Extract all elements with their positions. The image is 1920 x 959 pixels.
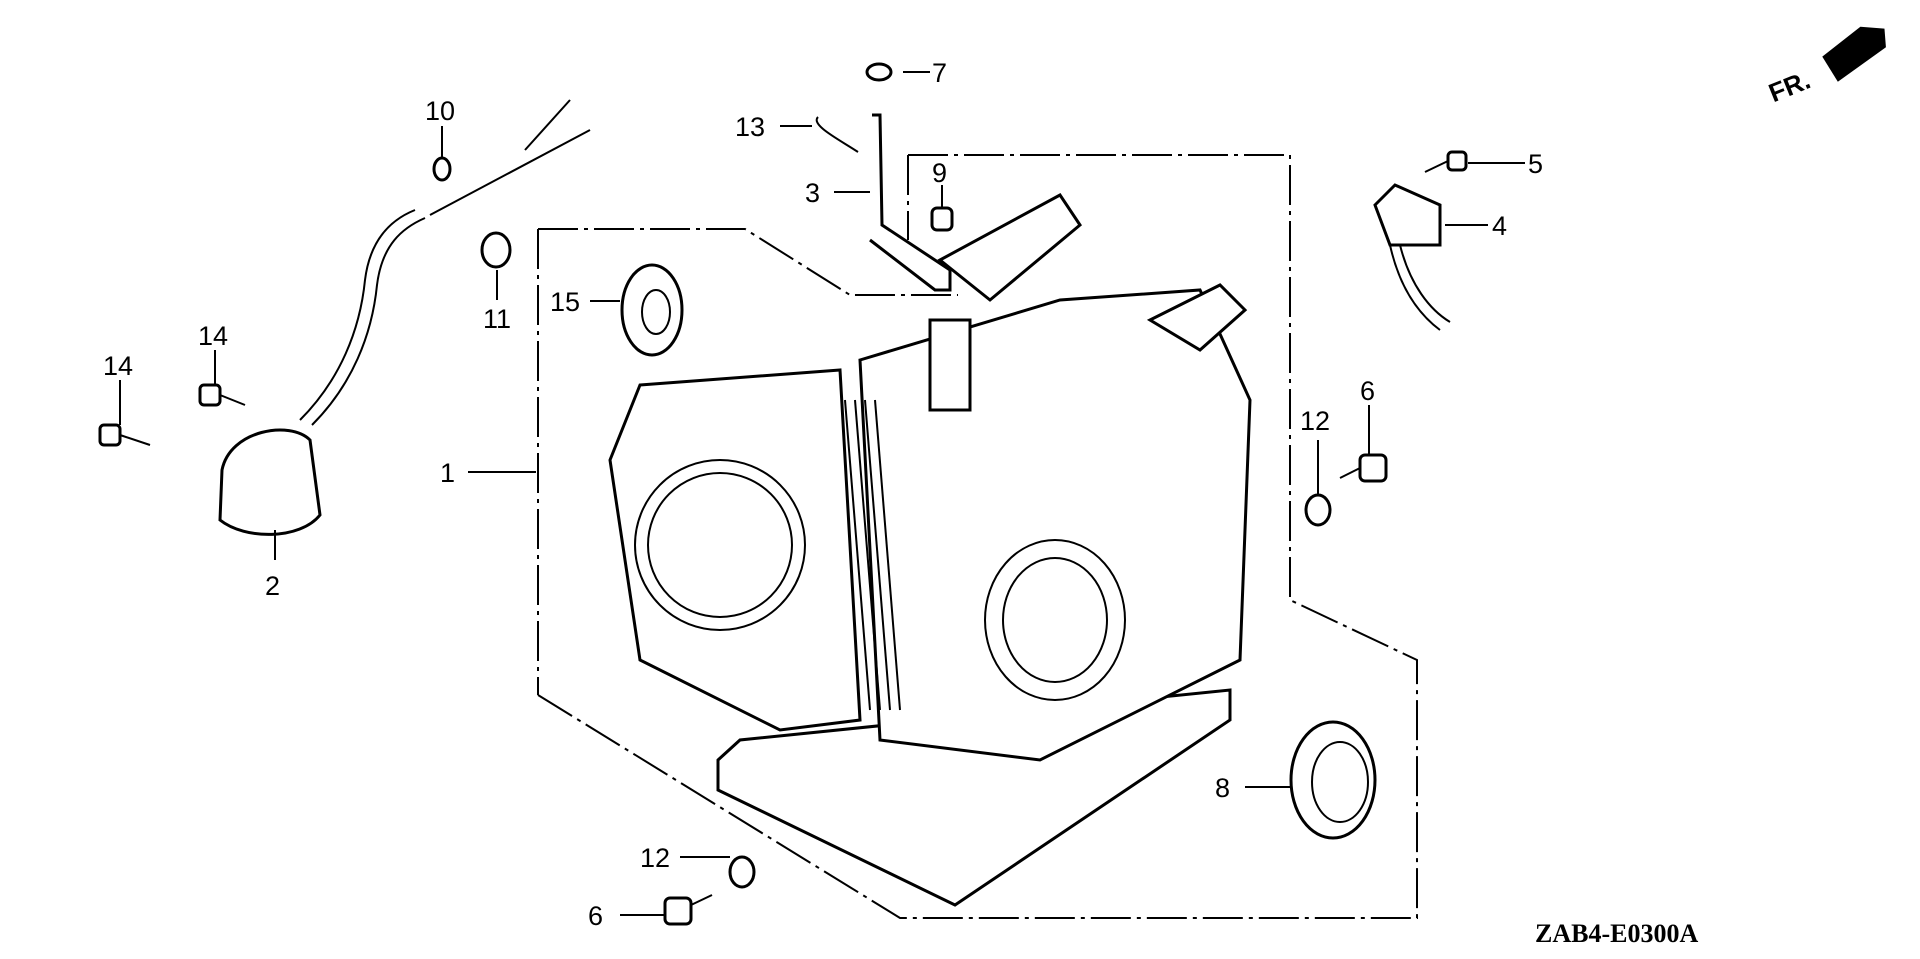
bolt-part[interactable] [1424,150,1468,173]
callout-11[interactable]: 11 [483,304,511,334]
drain-bolt-part[interactable] [1339,453,1388,483]
crankcase-part[interactable] [608,193,1252,907]
oil-seal-part[interactable] [1289,720,1377,840]
washer-part[interactable] [865,62,893,82]
front-indicator-label: FR. [1764,65,1814,109]
callouts: 1 2 3 4 5 6 6 7 8 9 10 11 12 12 13 14 14… [103,58,1543,931]
clip-part[interactable] [815,116,859,153]
nut-part[interactable] [480,231,512,269]
bolt-part[interactable] [198,383,246,407]
callout-2[interactable]: 2 [265,571,280,601]
callout-12[interactable]: 12 [1300,406,1330,436]
callout-5[interactable]: 5 [1528,149,1543,179]
leader-lines [119,71,1525,916]
callout-8[interactable]: 8 [1215,773,1230,803]
diagram-code: ZAB4-E0300A [1535,919,1698,948]
governor-holder-part[interactable] [869,113,952,292]
callout-4[interactable]: 4 [1492,211,1507,241]
callout-10[interactable]: 10 [425,96,455,126]
callout-12[interactable]: 12 [640,843,670,873]
callout-1[interactable]: 1 [440,458,455,488]
callout-7[interactable]: 7 [932,58,947,88]
callout-13[interactable]: 13 [735,112,765,142]
bearing-part[interactable] [620,263,684,357]
callout-9[interactable]: 9 [932,158,947,188]
assembly-frame [537,154,1418,919]
callout-6[interactable]: 6 [1360,376,1375,406]
oil-switch-part[interactable] [218,99,591,536]
callout-6[interactable]: 6 [588,901,603,931]
o-ring-part[interactable] [432,156,452,182]
callout-15[interactable]: 15 [550,287,580,317]
callout-3[interactable]: 3 [805,178,820,208]
pulse-generator-part[interactable] [1373,183,1451,331]
collar-part[interactable] [930,206,954,232]
callout-14[interactable]: 14 [103,351,133,381]
front-arrow-icon: FR. [1764,26,1886,109]
washer-part[interactable] [728,855,756,889]
bolt-part[interactable] [98,423,151,447]
drain-bolt-part[interactable] [663,894,713,926]
callout-14[interactable]: 14 [198,321,228,351]
washer-part[interactable] [1304,493,1332,527]
